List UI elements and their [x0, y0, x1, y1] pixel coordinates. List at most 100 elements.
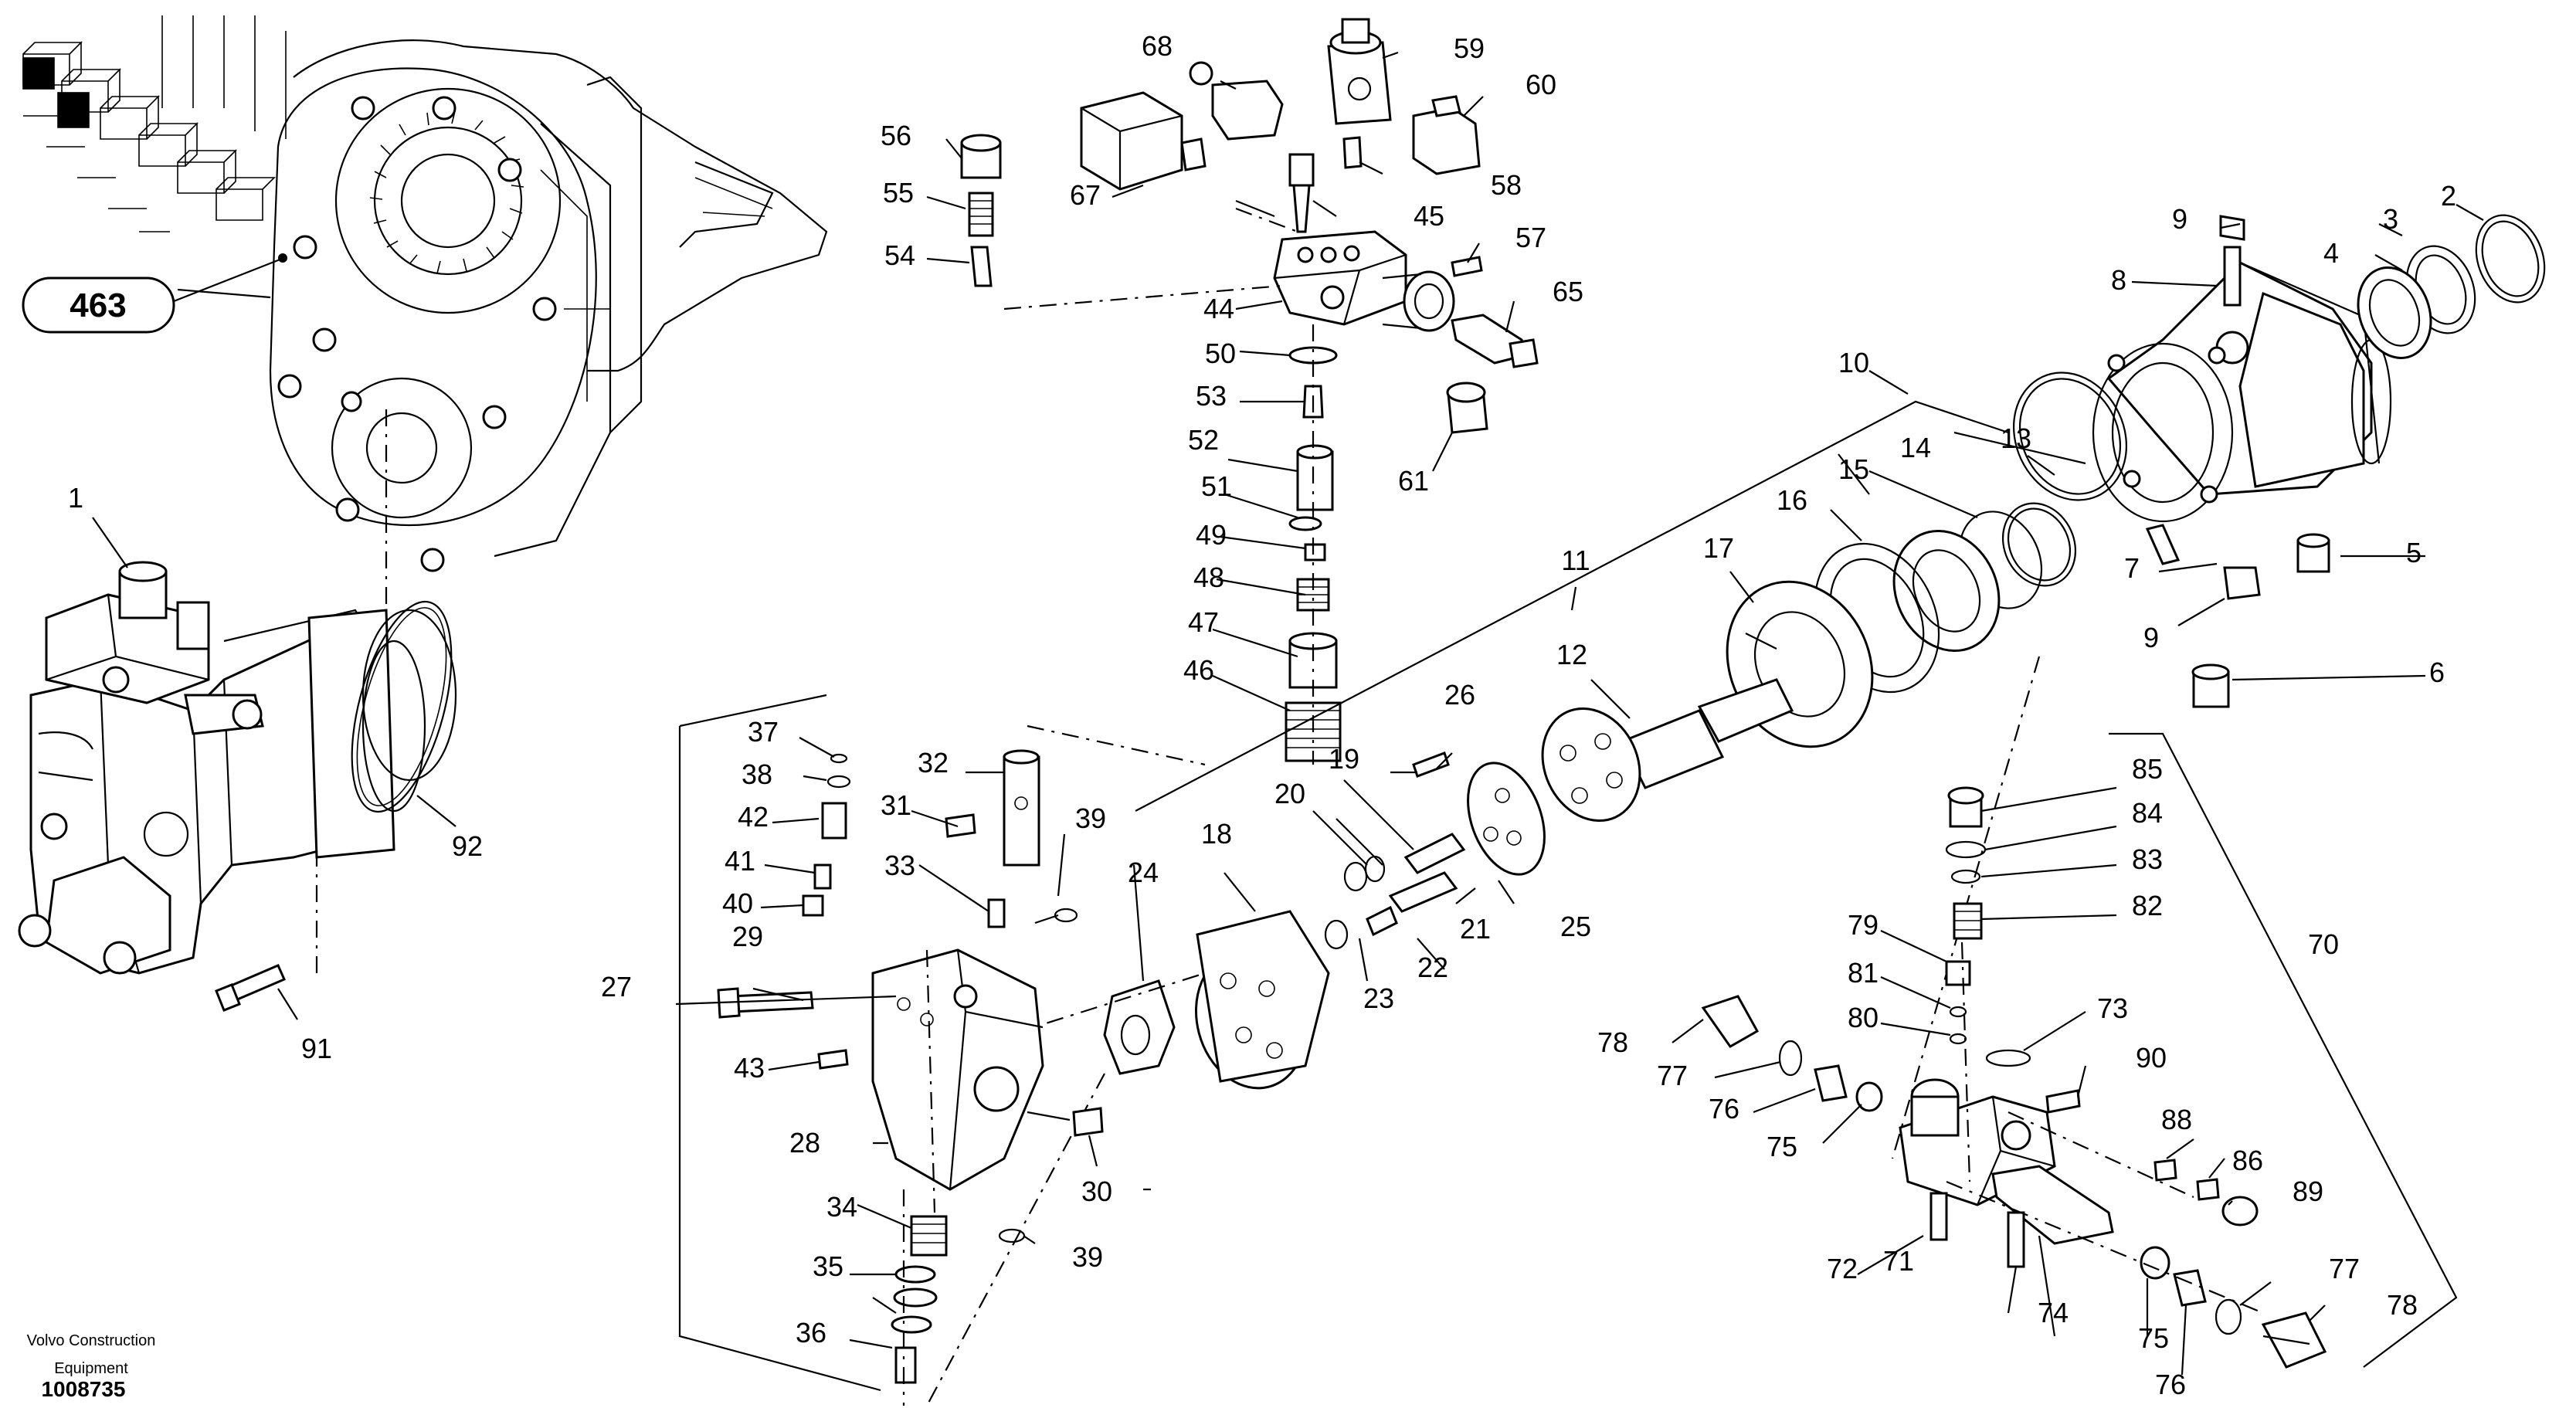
regulator-head-drawing — [960, 18, 1539, 765]
part-label-85: 85 — [2132, 753, 2163, 785]
part-label-68: 68 — [1142, 30, 1173, 62]
part-label-9-bottom: 9 — [2143, 622, 2159, 653]
part-label-8: 8 — [2111, 264, 2126, 296]
part-label-72: 72 — [1827, 1253, 1858, 1284]
part-label-6: 6 — [2429, 657, 2445, 688]
part-label-89: 89 — [2293, 1176, 2323, 1207]
part-label-12: 12 — [1556, 639, 1587, 670]
part-label-46: 46 — [1183, 654, 1214, 686]
publisher-name-line2: Equipment — [54, 1360, 128, 1377]
part-label-9-top: 9 — [2172, 203, 2187, 235]
leader-lines — [92, 51, 2484, 1376]
part-label-76-left: 76 — [1709, 1093, 1739, 1125]
part-label-33: 33 — [884, 850, 915, 881]
part-label-30: 30 — [1081, 1176, 1112, 1207]
part-label-34: 34 — [826, 1191, 857, 1223]
part-label-22: 22 — [1417, 952, 1448, 983]
part-label-4: 4 — [2323, 237, 2339, 269]
part-label-91: 91 — [301, 1033, 332, 1064]
part-label-10: 10 — [1838, 347, 1869, 378]
drawing-number: 1008735 — [41, 1377, 125, 1401]
part-label-54: 54 — [884, 239, 915, 271]
reference-callout-text: 463 — [70, 287, 126, 324]
part-label-55: 55 — [883, 177, 914, 209]
part-label-48: 48 — [1193, 562, 1224, 593]
part-label-88: 88 — [2161, 1104, 2192, 1135]
part-label-14: 14 — [1900, 432, 1931, 463]
part-label-77-right: 77 — [2329, 1253, 2360, 1284]
part-label-83: 83 — [2132, 843, 2163, 875]
part-label-35: 35 — [813, 1250, 843, 1282]
part-label-15: 15 — [1838, 453, 1869, 485]
part-label-77-left: 77 — [1657, 1060, 1688, 1091]
part-label-20: 20 — [1274, 778, 1305, 809]
part-label-24: 24 — [1128, 857, 1159, 888]
part-label-7: 7 — [2124, 552, 2140, 584]
part-label-90: 90 — [2136, 1042, 2167, 1074]
part-label-37: 37 — [748, 716, 779, 748]
part-label-39-bottom: 39 — [1072, 1241, 1103, 1273]
part-label-39-top: 39 — [1075, 802, 1106, 834]
part-label-61: 61 — [1398, 465, 1429, 497]
part-label-42: 42 — [738, 801, 769, 833]
part-label-82: 82 — [2132, 890, 2163, 921]
part-label-58: 58 — [1491, 169, 1522, 201]
part-label-71: 71 — [1883, 1245, 1914, 1277]
part-label-25: 25 — [1560, 911, 1591, 942]
part-label-2: 2 — [2441, 180, 2456, 212]
part-label-36: 36 — [796, 1317, 826, 1349]
part-label-92: 92 — [452, 830, 483, 862]
motor-housing-drawing — [911, 214, 2546, 1406]
part-label-78-right: 78 — [2387, 1289, 2418, 1321]
part-label-79: 79 — [1848, 909, 1879, 941]
part-label-1: 1 — [68, 482, 83, 514]
part-label-16: 16 — [1777, 484, 1807, 516]
assembled-motor-drawing — [18, 409, 457, 1012]
part-label-3: 3 — [2383, 203, 2398, 235]
part-label-17: 17 — [1703, 532, 1734, 564]
part-label-38: 38 — [742, 758, 772, 790]
part-label-28: 28 — [789, 1127, 820, 1159]
transmission-housing-drawing — [22, 15, 828, 572]
part-label-45: 45 — [1414, 200, 1444, 232]
part-label-21: 21 — [1460, 913, 1491, 945]
part-label-44: 44 — [1203, 293, 1234, 324]
part-label-74: 74 — [2038, 1297, 2069, 1328]
part-label-78-left: 78 — [1597, 1026, 1628, 1058]
part-label-53: 53 — [1196, 380, 1227, 412]
part-label-23: 23 — [1363, 982, 1394, 1014]
part-label-18: 18 — [1201, 818, 1232, 850]
part-label-76-right: 76 — [2155, 1369, 2186, 1400]
part-label-56: 56 — [881, 120, 911, 151]
part-label-73: 73 — [2097, 992, 2128, 1024]
part-label-29: 29 — [732, 921, 763, 952]
part-label-75-left: 75 — [1767, 1131, 1797, 1162]
part-label-40: 40 — [722, 887, 753, 919]
part-label-70: 70 — [2308, 928, 2339, 960]
part-label-13: 13 — [2001, 422, 2031, 454]
part-label-41: 41 — [725, 845, 755, 877]
part-label-31: 31 — [881, 789, 911, 821]
part-label-11: 11 — [1561, 545, 1590, 576]
part-label-5: 5 — [2406, 537, 2422, 568]
publisher-name-line1: Volvo Construction — [27, 1332, 156, 1349]
part-label-43: 43 — [734, 1052, 765, 1084]
part-label-65: 65 — [1553, 276, 1583, 307]
part-label-32: 32 — [918, 747, 949, 779]
part-label-80: 80 — [1848, 1002, 1879, 1033]
part-label-52: 52 — [1188, 424, 1219, 456]
part-label-84: 84 — [2132, 797, 2163, 829]
part-label-51: 51 — [1201, 470, 1232, 502]
part-label-86: 86 — [2232, 1145, 2263, 1176]
publisher-credit: Volvo Construction Equipment 1008735 — [27, 1332, 156, 1401]
part-label-67: 67 — [1070, 179, 1101, 211]
part-label-49: 49 — [1196, 519, 1227, 551]
part-label-75-right: 75 — [2138, 1322, 2169, 1354]
part-label-27: 27 — [601, 971, 632, 1003]
part-label-59: 59 — [1454, 32, 1485, 64]
part-label-50: 50 — [1205, 338, 1236, 369]
part-label-81: 81 — [1848, 957, 1879, 989]
part-label-19: 19 — [1329, 743, 1359, 775]
part-labels: 1 2 3 4 5 6 7 8 9 9 10 11 12 13 14 15 16… — [68, 30, 2456, 1400]
